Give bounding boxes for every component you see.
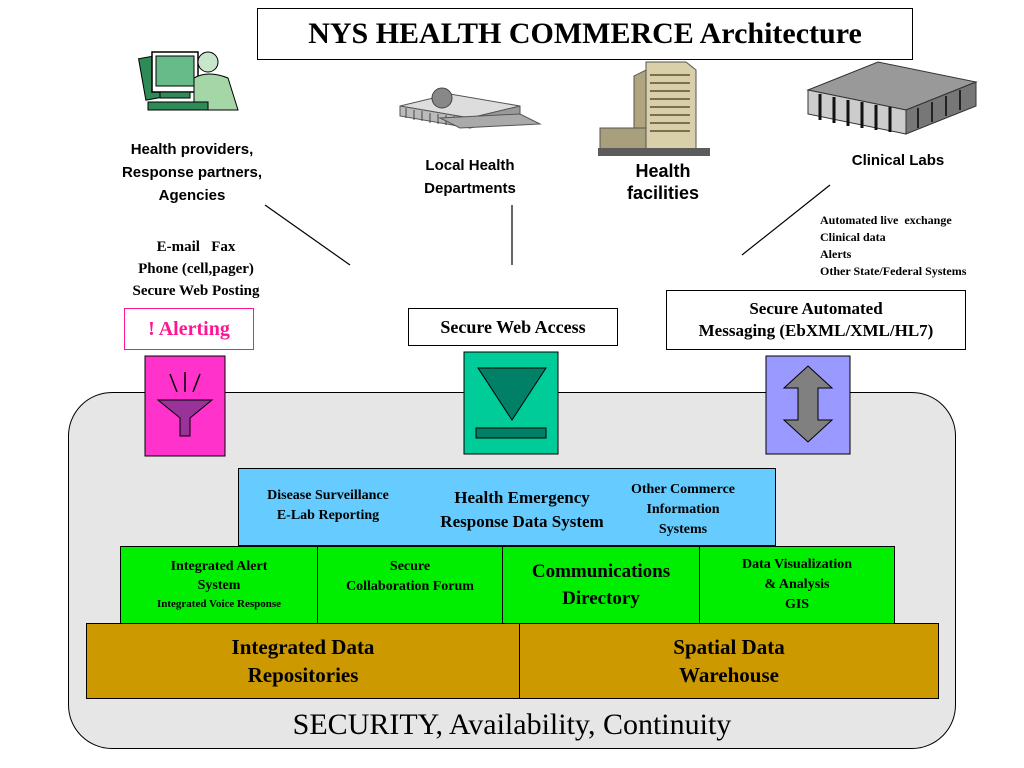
down-triangle-icon: [477, 367, 547, 421]
person-computer-icon: [137, 51, 239, 111]
repositories-line-1: Integrated Data: [231, 635, 375, 659]
alerting-box: ! Alerting: [124, 308, 254, 350]
other-line-1: Other Commerce: [630, 482, 736, 497]
messaging-line-2: Messaging (EbXML/XML/HL7): [698, 321, 934, 340]
facilities-line-2: facilities: [626, 183, 700, 203]
communications-directory-cell: Communications Directory: [502, 546, 700, 624]
secure-web-access-box: Secure Web Access: [408, 308, 618, 346]
security-footer: SECURITY, Availability, Continuity: [292, 708, 732, 741]
dataviz-line-3: GIS: [784, 597, 810, 612]
messaging-gateway-icon: [765, 355, 851, 455]
directory-line-2: Directory: [562, 588, 640, 609]
providers-label: Health providers, Response partners, Age…: [100, 138, 284, 207]
dataviz-line-1: Data Visualization: [741, 557, 853, 572]
dataviz-line-2: & Analysis: [764, 577, 830, 592]
other-line-3: Systems: [658, 522, 708, 537]
alert-system-line-1: Integrated Alert: [170, 558, 268, 574]
spatial-line-1: Spatial Data: [673, 635, 785, 659]
herds-cell: Health Emergency Response Data System: [420, 486, 624, 534]
channel-list-left: E-mail Fax Phone (cell,pager) Secure Web…: [110, 236, 282, 302]
disease-line-1: Disease Surveillance: [267, 488, 389, 503]
office-tower-icon: [598, 61, 710, 156]
directory-line-1: Communications: [531, 561, 671, 582]
channel-phone: Phone (cell,pager): [138, 261, 254, 277]
spatial-data-warehouse-cell: Spatial Data Warehouse: [519, 623, 939, 699]
repositories-line-2: Repositories: [247, 663, 359, 687]
channel-alerts: Alerts: [820, 247, 852, 261]
spatial-line-2: Warehouse: [679, 663, 779, 687]
channel-other-systems: Other State/Federal Systems: [820, 264, 967, 278]
integrated-alert-cell: Integrated Alert System Integrated Voice…: [120, 546, 318, 624]
alerting-gateway-icon: [144, 355, 226, 457]
integrated-data-repositories-cell: Integrated Data Repositories: [86, 623, 520, 699]
channel-web-posting: Secure Web Posting: [132, 283, 260, 299]
herds-line-1: Health Emergency: [454, 488, 590, 507]
local-health-line-1: Local Health: [425, 157, 515, 174]
double-arrow-icon: [782, 365, 834, 443]
providers-line-3: Agencies: [158, 187, 226, 204]
channel-clinical-data: Clinical data: [820, 230, 886, 244]
providers-line-2: Response partners,: [121, 164, 263, 181]
web-access-gateway-icon: [463, 351, 559, 455]
alert-system-line-2: System: [197, 577, 241, 593]
providers-line-1: Health providers,: [130, 141, 254, 158]
data-visualization-cell: Data Visualization & Analysis GIS: [699, 546, 895, 624]
disease-surveillance-cell: Disease Surveillance E-Lab Reporting: [248, 486, 408, 526]
channel-email-fax: E-mail Fax: [156, 239, 236, 255]
collaboration-forum-cell: Secure Collaboration Forum: [317, 546, 503, 624]
connector-line-providers: [264, 204, 351, 266]
funnel-icon: [156, 372, 214, 437]
diagram-title: NYS HEALTH COMMERCE Architecture: [257, 8, 913, 60]
herds-line-2: Response Data System: [440, 512, 604, 531]
disease-line-2: E-Lab Reporting: [276, 508, 380, 523]
channel-automated-exchange: Automated live exchange: [820, 213, 952, 227]
collab-line-2: Collaboration Forum: [346, 579, 474, 594]
local-health-label: Local Health Departments: [400, 154, 540, 200]
facilities-line-1: Health: [635, 161, 691, 181]
messaging-line-1: Secure Automated: [749, 299, 883, 318]
other-commerce-cell: Other Commerce Information Systems: [610, 480, 756, 540]
laboratory-building-icon: [806, 61, 978, 135]
government-building-icon: [399, 87, 542, 129]
local-health-line-2: Departments: [424, 180, 516, 197]
labs-label: Clinical Labs: [851, 152, 945, 169]
alert-system-subline: Integrated Voice Response: [156, 597, 282, 610]
secure-messaging-box: Secure Automated Messaging (EbXML/XML/HL…: [666, 290, 966, 350]
other-line-2: Information: [646, 502, 720, 517]
channel-list-right: Automated live exchange Clinical data Al…: [820, 212, 1020, 280]
facilities-label: Health facilities: [598, 160, 728, 204]
applications-layer: [238, 468, 776, 546]
connector-line-labs: [741, 184, 831, 256]
collab-line-1: Secure: [389, 559, 431, 574]
